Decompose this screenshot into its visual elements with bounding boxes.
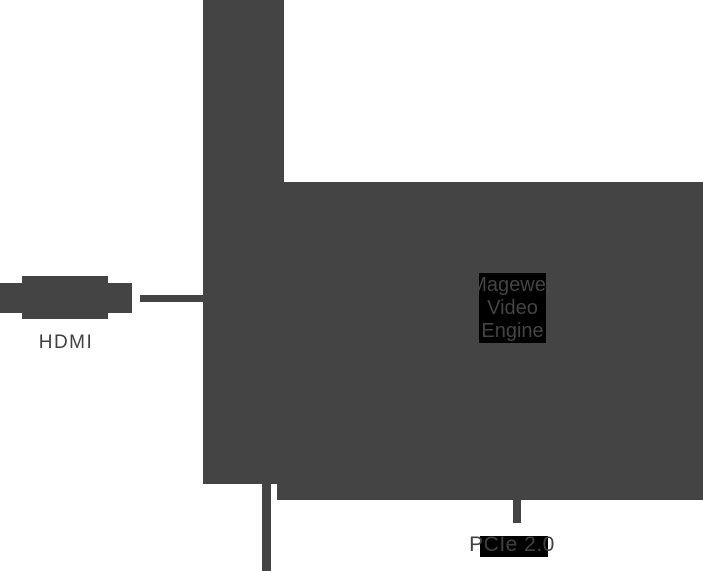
pcie-connector-line	[513, 500, 521, 523]
pcie-image-placeholder	[480, 536, 548, 557]
pcie-label: PCIe 2.0	[469, 533, 555, 556]
bottom-vertical-line	[262, 484, 271, 571]
hdmi-connection-line	[140, 295, 203, 302]
video-engine-image-placeholder	[479, 273, 546, 343]
card-bracket-bar	[203, 0, 284, 484]
hdmi-label: HDMI	[38, 332, 94, 353]
hdmi-plug-flange	[0, 283, 132, 313]
